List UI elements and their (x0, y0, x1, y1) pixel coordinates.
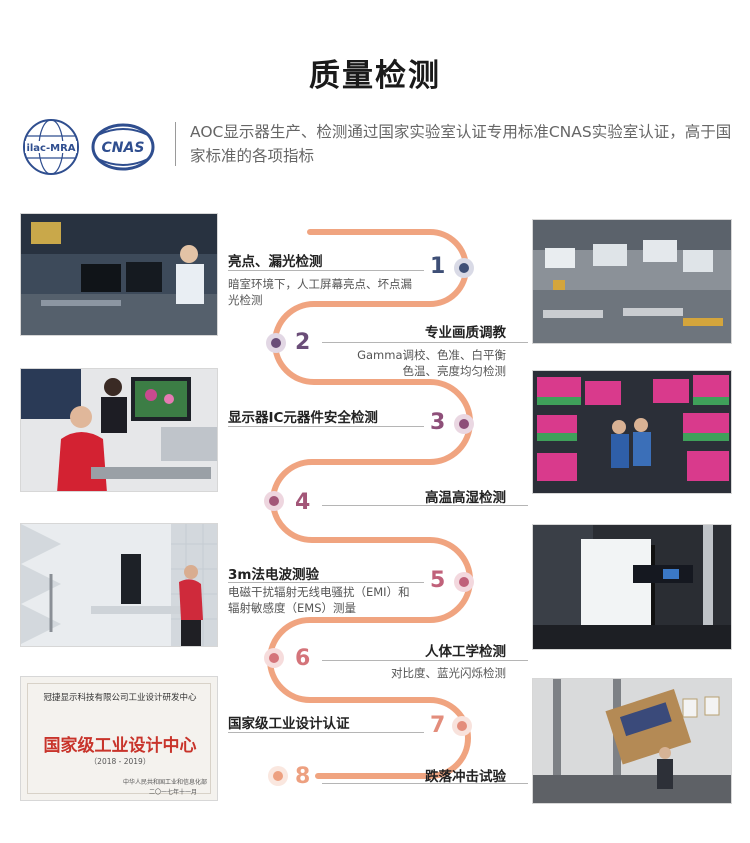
step-4-title: 高温高湿检测 (425, 490, 506, 506)
step-7-number: 7 (430, 713, 446, 738)
photo-calibration-line (532, 219, 732, 344)
svg-text:ilac-MRA: ilac-MRA (26, 143, 75, 154)
step-4-underline (322, 505, 528, 506)
certificate-years: （2018 - 2019） (89, 757, 151, 766)
step-2-title: 专业画质调教 (425, 325, 506, 341)
step-5-title: 3m法电波测验 (228, 567, 319, 583)
header-divider (175, 122, 176, 166)
certificate-date: 二〇一七年十一月 (148, 789, 197, 796)
photo-ic-component-test (20, 368, 218, 492)
photo-drop-test (532, 678, 732, 804)
certificate-company: 冠捷显示科技有限公司工业设计研发中心 (43, 693, 197, 703)
step-8-number: 8 (295, 764, 311, 789)
svg-text:CNAS: CNAS (102, 140, 145, 156)
step-6-desc: 对比度、蓝光闪烁检测 (391, 666, 506, 680)
step-7-title: 国家级工业设计认证 (228, 716, 350, 732)
step-6-number: 6 (295, 646, 311, 671)
step-3-underline (228, 426, 424, 427)
step-3-number: 3 (430, 410, 446, 435)
photo-aging-room (532, 370, 732, 494)
step-5-number: 5 (430, 568, 446, 593)
photo-emc-chamber (20, 523, 218, 647)
step-1-underline (228, 270, 424, 271)
step-5-desc: 电磁干扰辐射无线电骚扰（EMI）和辐射敏感度（EMS）测量 (228, 585, 410, 615)
certificate-title: 国家级工业设计中心 (43, 736, 197, 756)
intro-text: AOC显示器生产、检测通过国家实验室认证专用标准CNAS实验室认证，高于国家标准… (190, 123, 732, 165)
photo-dark-room-inspection (20, 213, 218, 336)
step-6-underline (322, 660, 528, 661)
cnas-logo: CNAS (90, 121, 156, 173)
step-5-underline (228, 582, 424, 583)
step-1-title: 亮点、漏光检测 (228, 254, 323, 270)
step-6-title: 人体工学检测 (425, 644, 506, 660)
step-2-desc: Gamma调校、色准、白平衡色温、亮度均匀检测 (357, 348, 506, 378)
step-8-underline (322, 783, 528, 784)
step-2-underline (322, 342, 528, 343)
step-1-number: 1 (430, 254, 446, 279)
step-1-desc: 暗室环境下，人工屏幕亮点、坏点漏光检测 (228, 277, 412, 307)
step-2-number: 2 (295, 330, 311, 355)
photo-ergonomic-test (532, 524, 732, 650)
certificate-issuer: 中华人民共和国工业和信息化部 (122, 779, 207, 786)
step-8-title: 跌落冲击试验 (425, 769, 506, 785)
ilac-mra-logo: ilac-MRA (22, 118, 80, 176)
page-title: 质量检测 (309, 58, 441, 94)
step-3-title: 显示器IC元器件安全检测 (228, 410, 378, 426)
step-7-underline (228, 732, 424, 733)
photo-industrial-design-certificate: 冠捷显示科技有限公司工业设计研发中心 国家级工业设计中心 （2018 - 201… (20, 676, 218, 801)
step-4-number: 4 (295, 490, 311, 515)
